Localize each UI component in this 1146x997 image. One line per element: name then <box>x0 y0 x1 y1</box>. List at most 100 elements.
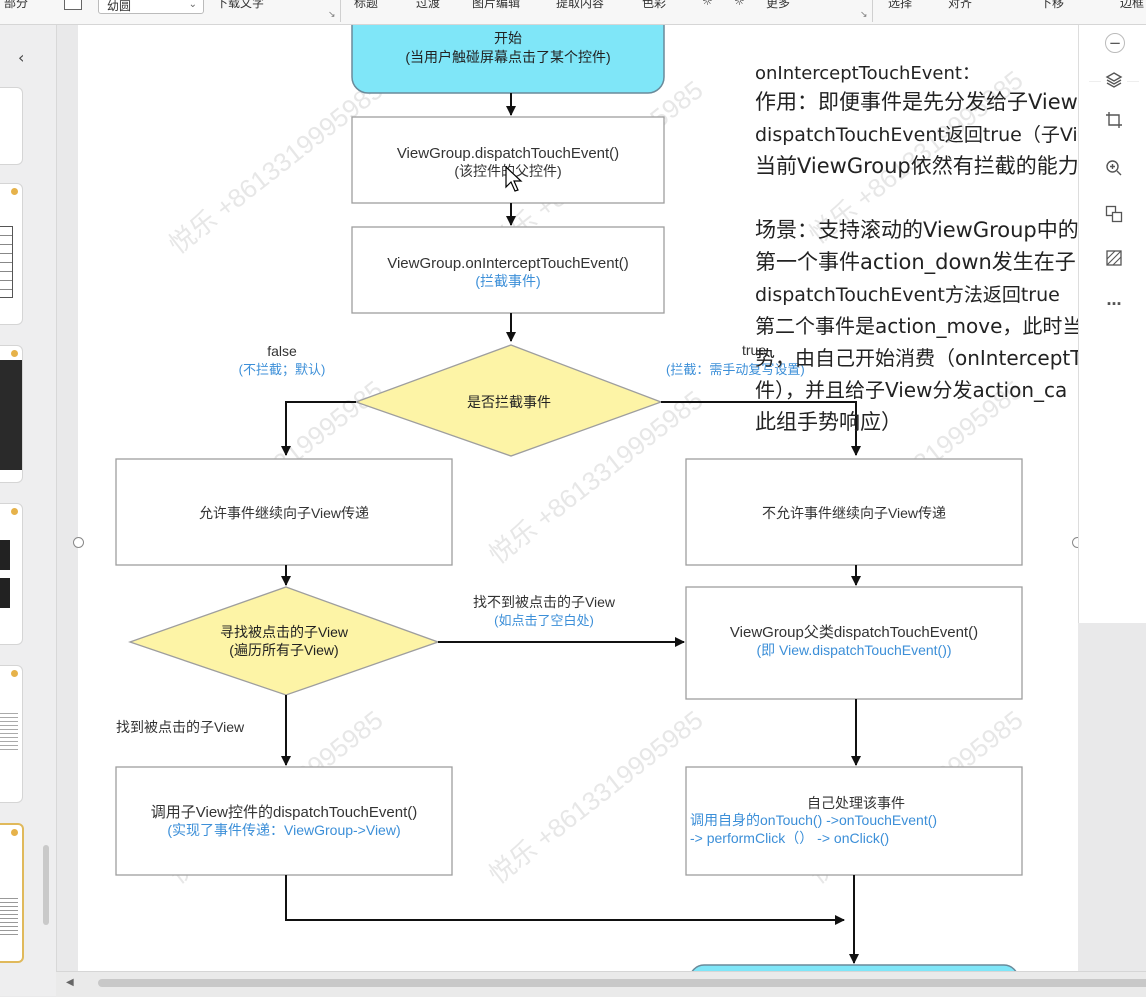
hatch-fill-icon <box>1106 250 1122 266</box>
mouse-cursor-icon <box>505 165 523 192</box>
right-tool-panel: − … <box>1078 25 1146 623</box>
toolbar-item-title[interactable]: 标题 <box>354 0 379 10</box>
self-handle-line2: 调用自身的onTouch() ->onTouchEvent() <box>690 812 937 828</box>
scroll-left-icon[interactable]: ◀ <box>66 977 74 988</box>
dispatch-title: ViewGroup.dispatchTouchEvent() <box>397 145 619 162</box>
collapse-panel-icon[interactable]: ‹ <box>18 48 25 67</box>
notes-line: 势，由自己开始消费（onInterceptT <box>755 346 1078 370</box>
false-label: false <box>267 343 297 359</box>
comment-dot-icon <box>11 508 18 515</box>
watermark-text: 悦乐 +8613319995985 <box>483 705 708 890</box>
self-handle-box <box>685 766 1023 876</box>
true-subtitle: (拦截：需手动复写设置) <box>666 362 805 377</box>
notes-text-block[interactable]: onInterceptTouchEvent： 作用：即便事件是先分发给子View… <box>755 63 1078 434</box>
find-child-decision <box>128 586 440 696</box>
zoom-in-icon <box>1106 160 1122 176</box>
slide-thumbnail[interactable] <box>0 503 23 645</box>
comment-dot-icon <box>11 829 18 836</box>
expand-group-icon[interactable]: ↘ <box>328 10 336 20</box>
ribbon-toolbar: 部分 幼圆 ⌄ 下载文字 ↘ 标题 过渡 图片编辑 提取内容 色彩 ☼ ☼ 更多… <box>0 0 1146 25</box>
resize-handle-left[interactable] <box>73 537 84 548</box>
collapse-tools-button[interactable]: − <box>1105 33 1125 53</box>
slide-thumbnail[interactable] <box>0 87 23 165</box>
self-handle-line3: -> performClick（） -> onClick() <box>690 830 889 846</box>
allow-pass-box <box>115 458 453 566</box>
font-family-select[interactable]: 幼圆 ⌄ <box>98 0 204 14</box>
super-dispatch-subtitle: (即 View.dispatchTouchEvent()) <box>756 642 951 658</box>
slide-thumbnail-active[interactable] <box>0 823 24 963</box>
start-subtitle: (当用户触碰屏幕点击了某个控件) <box>405 49 610 65</box>
toolbar-item-extract[interactable]: 提取内容 <box>556 0 605 10</box>
flowchart-diagram: 悦乐 +8613319995985 悦乐 +8613319995985 悦乐 +… <box>115 25 1078 971</box>
toolbar-item-transition[interactable]: 过渡 <box>416 0 441 10</box>
notfound-subtitle: (如点击了空白处) <box>494 613 594 628</box>
slide-canvas[interactable]: 悦乐 +8613319995985 悦乐 +8613319995985 悦乐 +… <box>78 25 1078 971</box>
notes-line: 件），并且给子View分发action_ca <box>755 378 1067 402</box>
intercept-subtitle: (拦截事件) <box>475 273 540 289</box>
start-title: 开始 <box>494 30 522 46</box>
more-icon: … <box>1106 291 1122 309</box>
notes-line: dispatchTouchEvent返回true（子View <box>755 124 1078 146</box>
minus-icon: − <box>1108 34 1122 52</box>
crop-button[interactable] <box>1101 107 1127 133</box>
allow-pass-label: 允许事件继续向子View传递 <box>199 505 369 521</box>
child-dispatch-subtitle: (实现了事件传递：ViewGroup->View) <box>167 822 400 838</box>
slide-thumbnail[interactable] <box>0 665 23 803</box>
more-tools-button[interactable]: … <box>1101 287 1127 313</box>
slide-thumbnail[interactable] <box>0 345 23 483</box>
true-label: true <box>742 342 766 358</box>
toolbar-item-download-text[interactable]: 下载文字 <box>216 0 265 10</box>
toolbar-item-color[interactable]: 色彩 <box>642 0 667 10</box>
start-terminator <box>351 25 665 94</box>
notes-line: 作用：即便事件是先分发给子View <box>755 90 1078 114</box>
intercept-decision <box>354 344 663 457</box>
thumbnail-scrollbar[interactable] <box>43 845 49 925</box>
find-child-subtitle: (遍历所有子View) <box>229 642 338 658</box>
replace-image-icon <box>1105 205 1123 223</box>
toolbar-item-more[interactable]: 更多 <box>766 0 791 10</box>
comment-dot-icon <box>11 188 18 195</box>
replace-image-button[interactable] <box>1101 201 1127 227</box>
fill-button[interactable] <box>1101 245 1127 271</box>
notes-line: 第二个事件是action_move，此时当 <box>755 314 1078 338</box>
checkbox-icon[interactable] <box>64 0 82 10</box>
child-dispatch-box <box>115 766 453 876</box>
toolbar-item-border[interactable]: 边框 <box>1120 0 1145 10</box>
end-terminator <box>691 964 1017 971</box>
intercept-box <box>351 226 665 314</box>
toolbar-item-move-down[interactable]: 下移 <box>1040 0 1065 10</box>
dispatch-box <box>351 116 665 204</box>
comment-dot-icon <box>11 670 18 677</box>
comment-dot-icon <box>11 350 18 357</box>
found-label: 找到被点击的子View <box>116 719 245 735</box>
chevron-down-icon: ⌄ <box>188 0 197 10</box>
notfound-label: 找不到被点击的子View <box>473 594 616 610</box>
notes-line: dispatchTouchEvent方法返回true <box>755 284 1060 306</box>
notes-line: 场景：支持滚动的ViewGroup中的子 <box>755 218 1078 242</box>
toolbar-item-section[interactable]: 部分 <box>4 0 29 10</box>
toolbar-item-image-edit[interactable]: 图片编辑 <box>472 0 521 10</box>
super-dispatch-title: ViewGroup父类dispatchTouchEvent() <box>730 624 978 641</box>
notes-line: 此组手势响应） <box>755 410 902 434</box>
bulb-icon[interactable]: ☼ <box>702 0 713 8</box>
scrollbar-thumb[interactable] <box>98 979 1146 987</box>
layers-button[interactable] <box>1101 67 1127 93</box>
layers-icon <box>1105 72 1123 88</box>
slide-thumbnail-panel: ‹ <box>0 25 57 996</box>
toolbar-item-align[interactable]: 对齐 <box>948 0 973 10</box>
font-family-value: 幼圆 <box>107 0 132 13</box>
slide-thumbnail[interactable] <box>0 183 23 325</box>
find-child-label: 寻找被点击的子View <box>220 624 349 640</box>
sun-icon[interactable]: ☼ <box>734 0 745 8</box>
notes-line: onInterceptTouchEvent： <box>755 63 980 84</box>
expand-group-icon-2[interactable]: ↘ <box>860 10 868 20</box>
horizontal-scrollbar[interactable]: ◀ <box>56 971 1146 997</box>
zoom-in-button[interactable] <box>1101 155 1127 181</box>
decision-intercept-label: 是否拦截事件 <box>467 394 551 410</box>
notes-line: 当前ViewGroup依然有拦截的能力 <box>755 154 1078 178</box>
super-dispatch-box <box>685 586 1023 700</box>
notes-line: 第一个事件action_down发生在子 <box>755 250 1076 275</box>
intercept-title: ViewGroup.onInterceptTouchEvent() <box>387 255 629 272</box>
toolbar-item-select[interactable]: 选择 <box>888 0 913 10</box>
self-handle-title: 自己处理该事件 <box>807 795 905 811</box>
